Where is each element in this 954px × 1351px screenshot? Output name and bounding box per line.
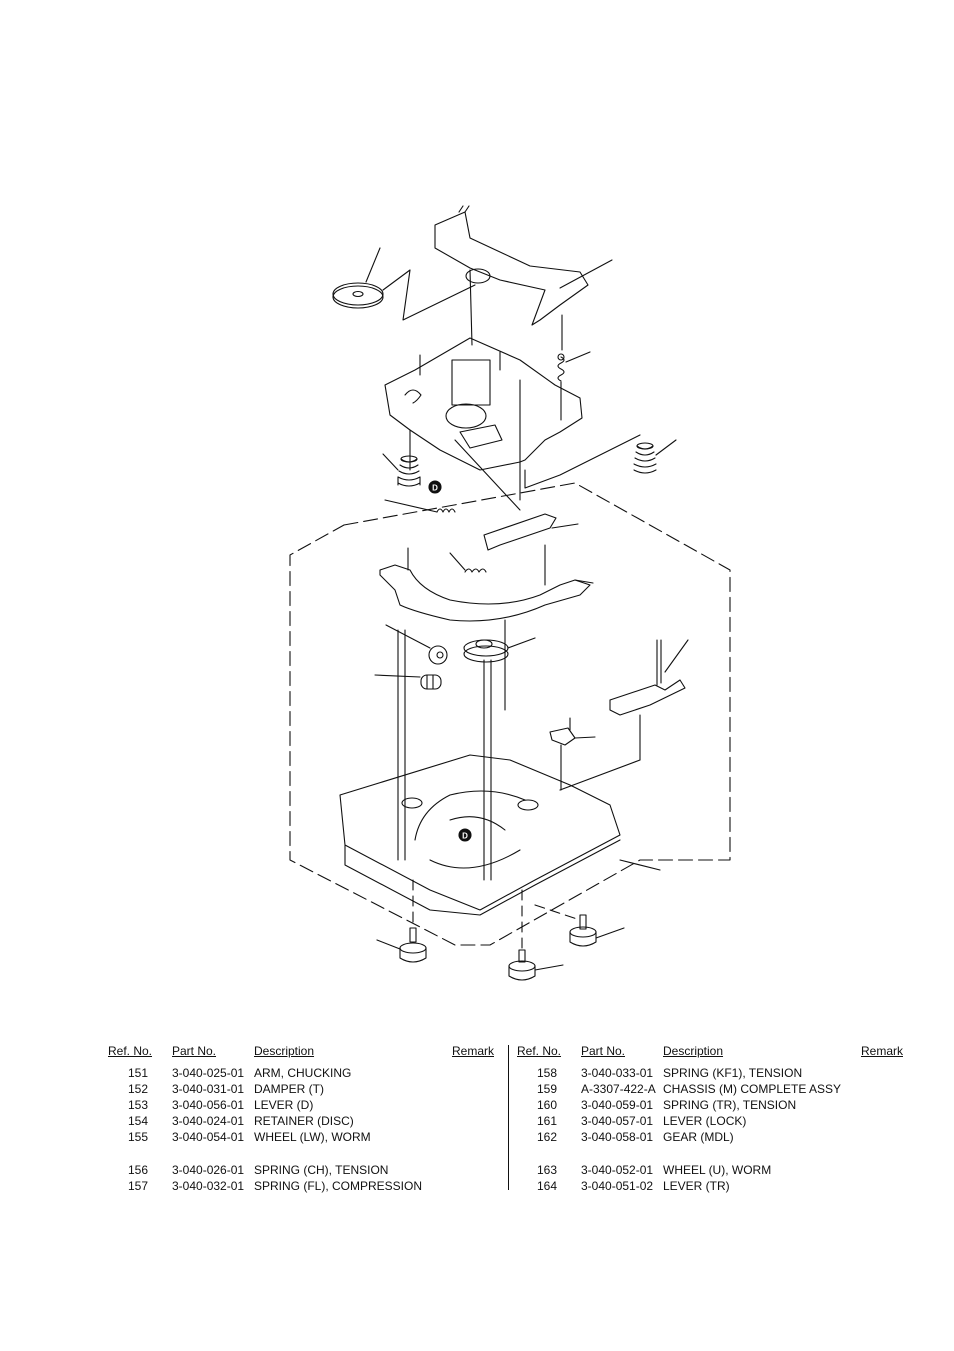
chucking-arm-part (434, 205, 613, 326)
description: LEVER (LOCK) (663, 1114, 747, 1128)
part-no: 3-040-032-01 (172, 1179, 245, 1193)
parts-table-left: Ref. No. Part No. Description Remark 151… (108, 1043, 494, 1194)
table-row: 156 3-040-026-01 SPRING (CH), TENSION (108, 1162, 494, 1178)
part-no: 3-040-051-02 (581, 1179, 654, 1193)
exploded-view-diagram: D (289, 205, 731, 981)
table-row: 161 3-040-057-01 LEVER (LOCK) (517, 1113, 903, 1129)
header-part-no: Part No. (172, 1044, 217, 1058)
header-part-no: Part No. (581, 1044, 626, 1058)
description: SPRING (FL), COMPRESSION (254, 1179, 423, 1193)
lever-arc-part (379, 544, 594, 622)
table-row: 164 3-040-051-02 LEVER (TR) (517, 1178, 903, 1194)
description: GEAR (MDL) (663, 1130, 734, 1144)
lever-lock-part (609, 639, 689, 716)
part-no: 3-040-056-01 (172, 1098, 245, 1112)
description: RETAINER (DISC) (254, 1114, 354, 1128)
description: SPRING (CH), TENSION (254, 1163, 389, 1177)
table-row: 151 3-040-025-01 ARM, CHUCKING (108, 1065, 494, 1081)
header-description: Description (663, 1044, 724, 1058)
ref-no: 158 (536, 1066, 557, 1080)
table-row: 160 3-040-059-01 SPRING (TR), TENSION (517, 1097, 903, 1113)
table-row: 163 3-040-052-01 WHEEL (U), WORM (517, 1162, 903, 1178)
description: LEVER (TR) (663, 1179, 730, 1193)
compression-spring-left (382, 453, 421, 487)
header-ref-no: Ref. No. (517, 1044, 562, 1058)
damper-foot-left (376, 879, 427, 963)
table-row: 152 3-040-031-01 DAMPER (T) (108, 1081, 494, 1097)
dashed-boundary (289, 482, 731, 946)
description: SPRING (KF1), TENSION (663, 1066, 803, 1080)
part-no: 3-040-026-01 (172, 1163, 245, 1177)
part-no: 3-040-057-01 (581, 1114, 654, 1128)
leader-line (382, 269, 476, 321)
tension-spring-part (557, 314, 591, 421)
header-ref-no: Ref. No. (108, 1044, 153, 1058)
ref-no: 157 (127, 1179, 148, 1193)
lever-small-part (549, 717, 596, 791)
spring-ch-part (384, 499, 456, 513)
description: WHEEL (U), WORM (663, 1163, 772, 1177)
table-row: 159 A-3307-422-A CHASSIS (M) COMPLETE AS… (517, 1081, 903, 1097)
ref-no: 152 (127, 1082, 148, 1096)
part-no: 3-040-033-01 (581, 1066, 654, 1080)
marker-d-upper: D (428, 480, 442, 494)
part-no: 3-040-054-01 (172, 1130, 245, 1144)
ref-no: 154 (127, 1114, 148, 1128)
ref-no: 164 (536, 1179, 557, 1193)
description: CHASSIS (M) COMPLETE ASSY (663, 1082, 842, 1096)
leader-line (469, 269, 473, 346)
ref-no: 159 (536, 1082, 557, 1096)
table-row: 157 3-040-032-01 SPRING (FL), COMPRESSIO… (108, 1178, 494, 1194)
description: WHEEL (LW), WORM (254, 1130, 371, 1144)
lever-d-part (483, 513, 579, 551)
part-no: 3-040-024-01 (172, 1114, 245, 1128)
ref-no: 155 (127, 1130, 148, 1144)
ref-no: 163 (536, 1163, 557, 1177)
damper-foot-center (508, 889, 564, 981)
upper-mechanism (384, 337, 641, 511)
svg-text:D: D (432, 484, 438, 493)
column-divider (508, 1045, 509, 1190)
parts-table-right: Ref. No. Part No. Description Remark 158… (517, 1043, 903, 1194)
part-no: A-3307-422-A (581, 1082, 656, 1096)
part-no: 3-040-059-01 (581, 1098, 654, 1112)
wheel-lw-part (385, 624, 448, 665)
table-row: 162 3-040-058-01 GEAR (MDL) (517, 1129, 903, 1145)
wheel-u-part (374, 674, 442, 690)
svg-text:D: D (462, 832, 468, 841)
ref-no: 160 (536, 1098, 557, 1112)
table-row: 153 3-040-056-01 LEVER (D) (108, 1097, 494, 1113)
table-row: 155 3-040-054-01 WHEEL (LW), WORM (108, 1129, 494, 1145)
description: SPRING (TR), TENSION (663, 1098, 797, 1112)
ref-no: 151 (127, 1066, 148, 1080)
spring-fl-part (449, 552, 487, 573)
ref-no: 156 (127, 1163, 148, 1177)
part-no: 3-040-031-01 (172, 1082, 245, 1096)
description: ARM, CHUCKING (254, 1066, 352, 1080)
marker-d-lower: D (458, 828, 472, 842)
chassis-base (339, 619, 661, 916)
gear-mdl-part (463, 637, 536, 663)
ref-no: 162 (536, 1130, 557, 1144)
table-row: 158 3-040-033-01 SPRING (KF1), TENSION (517, 1065, 903, 1081)
description: DAMPER (T) (254, 1082, 324, 1096)
table-header: Ref. No. Part No. Description Remark (517, 1043, 903, 1059)
retainer-disc-part (332, 247, 384, 309)
part-no: 3-040-052-01 (581, 1163, 654, 1177)
ref-no: 161 (536, 1114, 557, 1128)
part-no: 3-040-058-01 (581, 1130, 654, 1144)
description: LEVER (D) (254, 1098, 314, 1112)
ref-no: 153 (127, 1098, 148, 1112)
table-row: 154 3-040-024-01 RETAINER (DISC) (108, 1113, 494, 1129)
header-remark: Remark (860, 1044, 903, 1058)
compression-spring-right (633, 439, 677, 474)
header-description: Description (254, 1044, 315, 1058)
damper-foot-right (534, 904, 625, 947)
table-header: Ref. No. Part No. Description Remark (108, 1043, 494, 1059)
part-no: 3-040-025-01 (172, 1066, 245, 1080)
header-remark: Remark (451, 1044, 494, 1058)
